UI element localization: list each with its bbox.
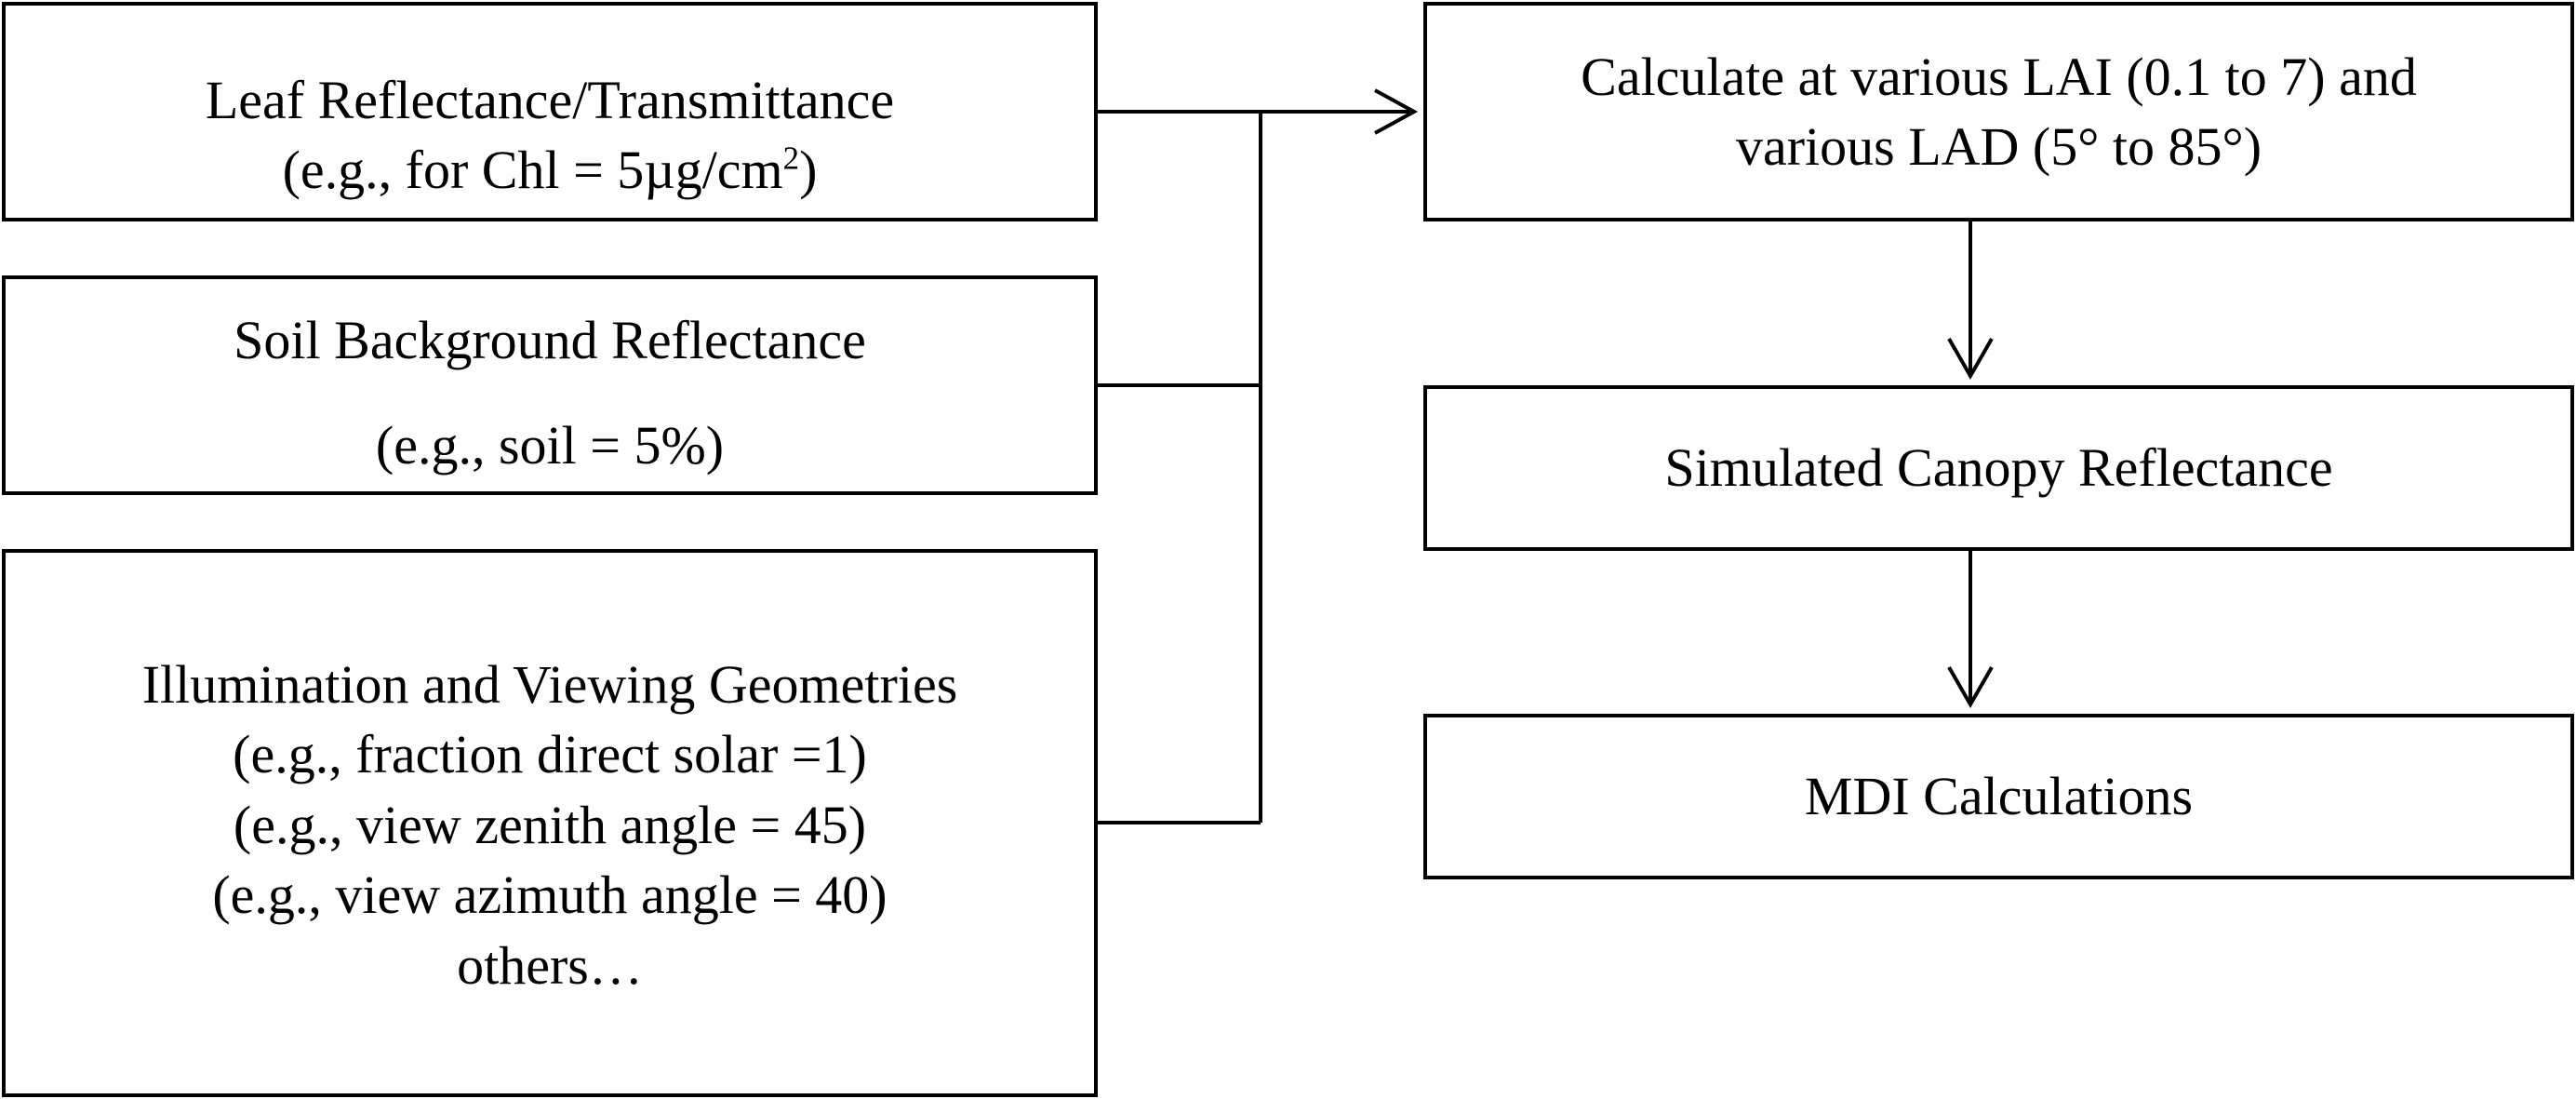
simulated-to-mdi-arrowhead bbox=[1947, 666, 1994, 709]
soil-background-title: Soil Background Reflectance bbox=[234, 310, 866, 370]
calculate-line-lai: Calculate at various LAI (0.1 to 7) and bbox=[1581, 46, 2417, 107]
mdi-calculations-box: MDI Calculations bbox=[1423, 714, 2574, 879]
leaf-reflectance-box: Leaf Reflectance/Transmittance (e.g., fo… bbox=[2, 2, 1098, 221]
to-calculate-arrowhead bbox=[1374, 88, 1419, 135]
calculate-box: Calculate at various LAI (0.1 to 7) and … bbox=[1423, 2, 2574, 221]
illumination-example-solar: (e.g., fraction direct solar =1) bbox=[233, 724, 867, 785]
leaf-example-text: (e.g., for Chl = 5µg/cm bbox=[282, 140, 783, 201]
calculate-line-lad: various LAD (5° to 85°) bbox=[1735, 116, 2262, 177]
mdi-calculations-title: MDI Calculations bbox=[1804, 766, 2194, 827]
leaf-reflectance-example: (e.g., for Chl = 5µg/cm2) bbox=[283, 135, 818, 205]
simulated-canopy-title: Simulated Canopy Reflectance bbox=[1664, 437, 2333, 499]
illumination-example-azimuth: (e.g., view azimuth angle = 40) bbox=[212, 864, 888, 926]
illumination-example-zenith: (e.g., view zenith angle = 45) bbox=[233, 794, 867, 855]
soil-background-example: (e.g., soil = 5%) bbox=[375, 415, 725, 476]
leaf-reflectance-example-clip: (e.g., for Chl = 5µg/cm2) bbox=[283, 135, 818, 213]
illumination-geometry-box: Illumination and Viewing Geometries (e.g… bbox=[2, 549, 1098, 1097]
leaf-example-superscript: 2 bbox=[782, 141, 800, 178]
leaf-example-close: ) bbox=[799, 140, 818, 201]
simulated-canopy-box: Simulated Canopy Reflectance bbox=[1423, 385, 2574, 551]
illumination-title: Illumination and Viewing Geometries bbox=[141, 654, 958, 716]
calculate-to-simulated-arrowhead bbox=[1947, 338, 1994, 381]
leaf-reflectance-title: Leaf Reflectance/Transmittance bbox=[205, 70, 895, 130]
soil-background-box: Soil Background Reflectance (e.g., soil … bbox=[2, 275, 1098, 495]
illumination-others: others… bbox=[457, 934, 643, 996]
